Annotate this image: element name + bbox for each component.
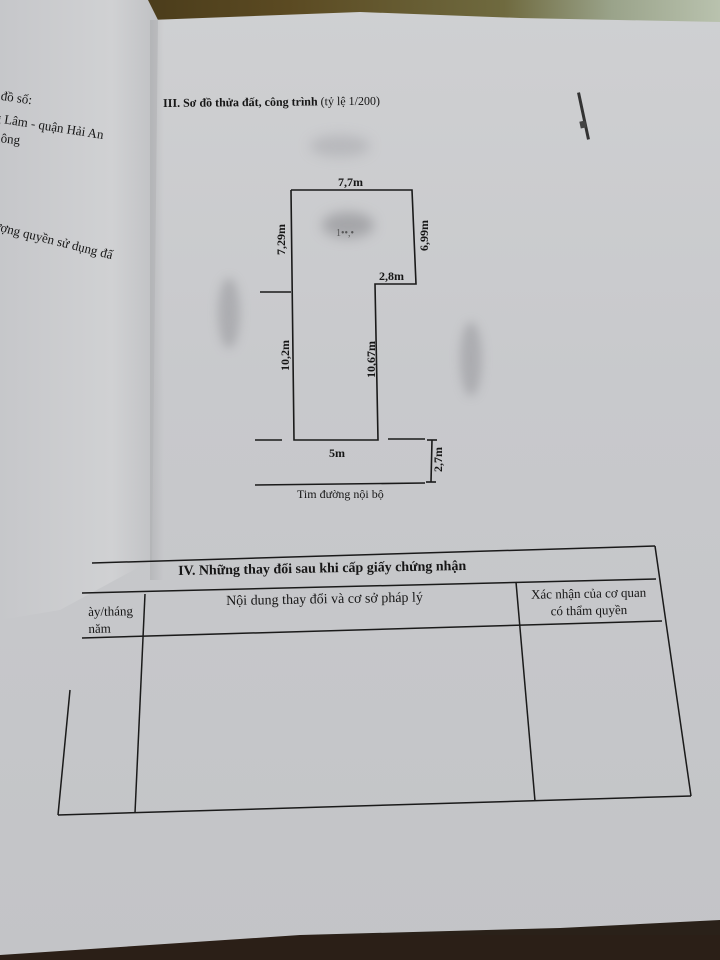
- column-header-content: Nội dung thay đổi và cơ sở pháp lý: [226, 590, 424, 609]
- redaction-smudge: [310, 135, 370, 157]
- previous-page: [0, 0, 158, 620]
- redaction-smudge: [322, 212, 374, 238]
- redaction-smudge: [218, 278, 240, 348]
- column-header-confirmation-line2: có thẩm quyền: [550, 602, 628, 619]
- column-header-confirmation-line1: Xác nhận của cơ quan: [530, 584, 647, 602]
- dim-top: 7,7m: [338, 175, 363, 189]
- plot-outline: [254, 189, 437, 486]
- dim-bottom: 5m: [329, 446, 345, 460]
- column-header-date: ày/tháng năm: [88, 602, 133, 637]
- column-header-date-line1: ày/tháng: [88, 603, 134, 619]
- redaction-smudge: [460, 322, 482, 396]
- dim-step: 2,8m: [379, 269, 404, 283]
- column-header-confirmation: Xác nhận của cơ quan có thẩm quyền: [516, 583, 662, 620]
- plot-area-label: 1••,•: [336, 228, 355, 239]
- column-header-date-line2: năm: [88, 620, 111, 636]
- road-label: Tim đường nội bộ: [297, 487, 384, 501]
- page-fold-shadow: [150, 20, 164, 580]
